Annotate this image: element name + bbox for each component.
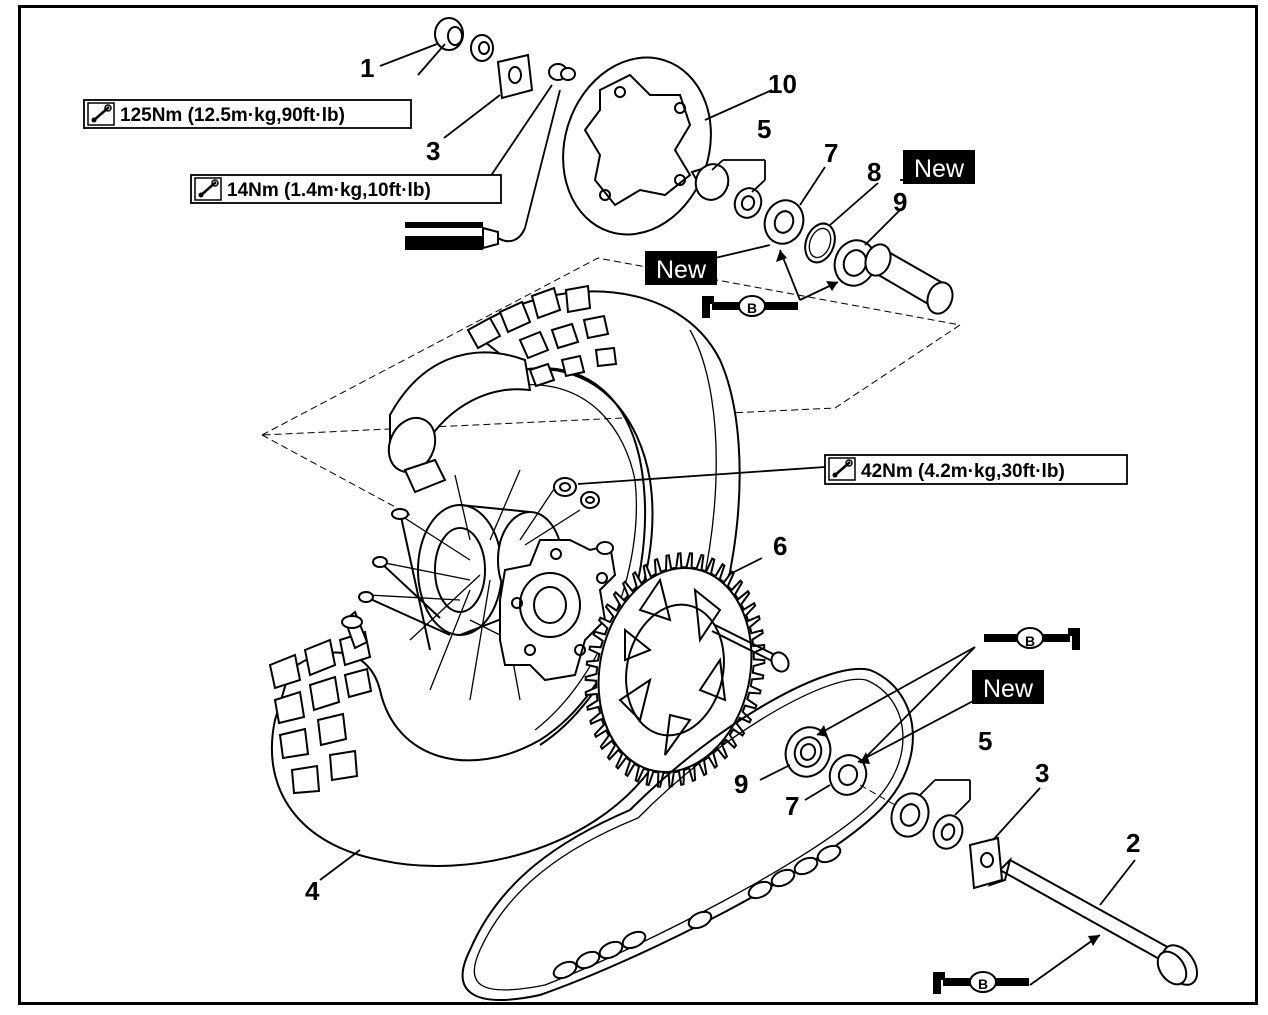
rear-axle xyxy=(987,856,1199,986)
collar-lower xyxy=(890,792,964,850)
grease-letter-axle: B xyxy=(978,976,988,992)
sprocket-hub xyxy=(499,539,617,682)
part-number-6: 6 xyxy=(773,531,787,561)
axle-line-right xyxy=(859,784,896,806)
torque-value-disc-bolt: 14Nm (1.4m·kg,10ft·lb) xyxy=(227,180,431,201)
svg-text:New: New xyxy=(656,256,707,284)
grease-gun-icon: B xyxy=(932,971,1030,995)
grease-letter-right: B xyxy=(1025,633,1035,649)
part-number-4: 4 xyxy=(305,876,320,906)
sprocket-nut xyxy=(553,477,600,509)
chain-adjuster-lower xyxy=(968,836,1004,890)
part-number-3-upper: 3 xyxy=(426,136,440,166)
torque-callout-disc-bolt: 14Nm (1.4m·kg,10ft·lb) xyxy=(190,174,502,204)
locking-agent-icon xyxy=(405,222,526,250)
torque-wrench-icon xyxy=(86,101,116,127)
grease-gun-icon: B xyxy=(701,295,799,319)
bearing-lower xyxy=(784,726,832,778)
part-number-3-lower: 3 xyxy=(1035,758,1049,788)
part-number-10: 10 xyxy=(768,69,797,99)
new-tag-circlip: New xyxy=(903,150,975,184)
part-number-9-upper: 9 xyxy=(893,187,907,217)
torque-wrench-icon xyxy=(193,176,223,202)
part-number-9-lower: 9 xyxy=(734,769,748,799)
part-number-8: 8 xyxy=(867,157,881,187)
svg-text:New: New xyxy=(914,155,965,183)
rear-sprocket xyxy=(584,552,766,788)
brake-disc xyxy=(562,56,712,236)
circlip xyxy=(804,222,836,264)
torque-wrench-icon xyxy=(827,456,857,482)
torque-callout-axle-nut: 125Nm (12.5m·kg,90ft·lb) xyxy=(83,99,412,129)
torque-value-axle-nut: 125Nm (12.5m·kg,90ft·lb) xyxy=(120,105,345,126)
oil-seal-lower xyxy=(828,754,868,796)
sprocket-bolt xyxy=(711,624,790,673)
axle-line-left xyxy=(261,434,411,516)
grease-letter-upper: B xyxy=(747,300,757,316)
oil-seal-upper xyxy=(763,199,805,245)
part-number-1: 1 xyxy=(360,53,374,83)
axle-nut xyxy=(434,17,494,62)
part-number-7-upper: 7 xyxy=(824,138,838,168)
drive-chain xyxy=(461,667,914,1001)
torque-callout-sprocket-nut: 42Nm (4.2m·kg,30ft·lb) xyxy=(824,454,1128,485)
part-number-5-lower: 5 xyxy=(978,726,992,756)
new-tag-oil-seal-lower: New xyxy=(972,670,1044,704)
new-tag-oil-seal-upper: New xyxy=(645,251,717,285)
part-number-7-lower: 7 xyxy=(785,791,799,821)
bearing-upper xyxy=(833,239,877,287)
part-number-2: 2 xyxy=(1126,828,1140,858)
collar-upper xyxy=(690,163,763,219)
brake-disc-bolt xyxy=(548,63,576,81)
chain-adjuster-upper xyxy=(496,53,534,100)
torque-value-sprocket-nut: 42Nm (4.2m·kg,30ft·lb) xyxy=(861,461,1065,482)
part-number-5-upper: 5 xyxy=(757,114,771,144)
svg-text:New: New xyxy=(983,675,1034,703)
grease-gun-icon: B xyxy=(983,627,1081,651)
distance-collar xyxy=(864,243,954,315)
